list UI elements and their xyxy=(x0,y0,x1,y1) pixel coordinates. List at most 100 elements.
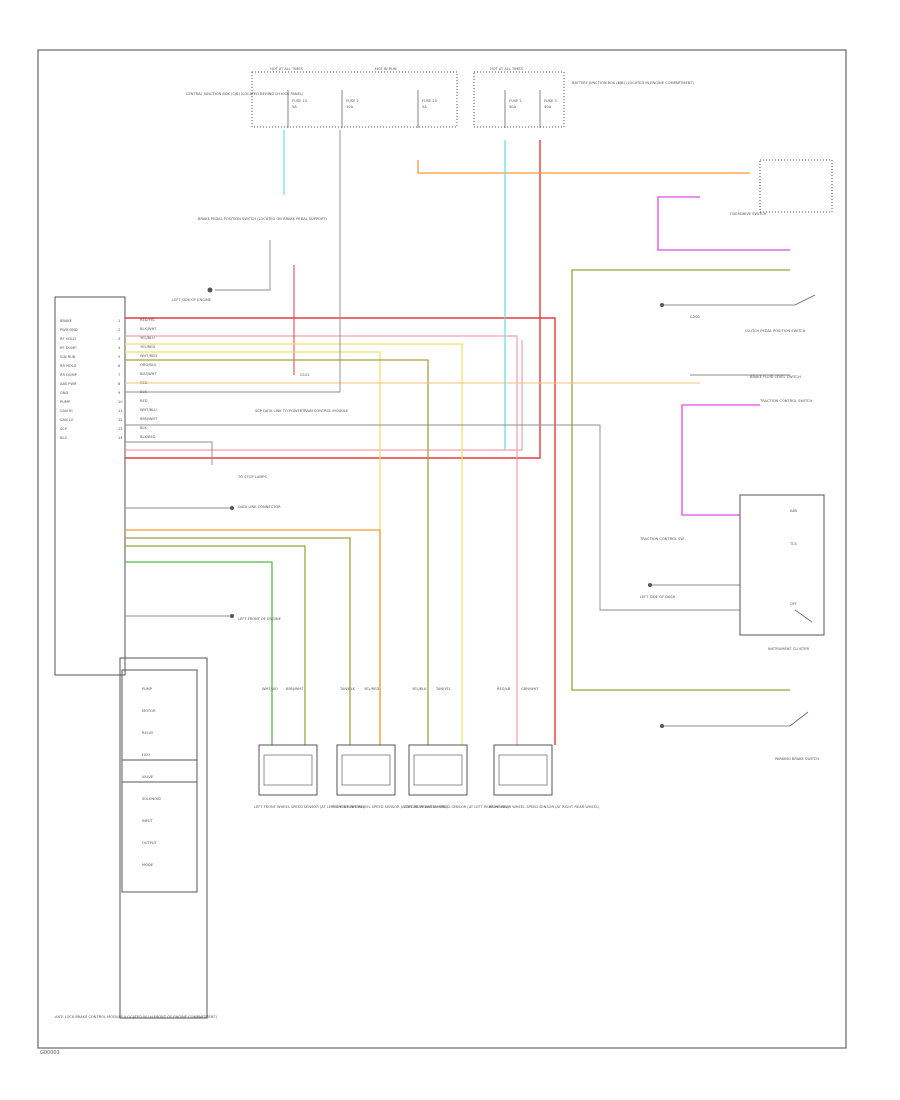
pin-number: 9 xyxy=(118,391,121,395)
pin-name: CAN HI xyxy=(60,409,73,413)
wire-orange-1 xyxy=(125,529,381,745)
pin-wire-color: BRN/WHT xyxy=(140,417,158,421)
pin-name: BRAKE xyxy=(60,319,73,323)
clutch-label: CLUTCH PEDAL POSITION SWITCH xyxy=(745,329,806,333)
traction-label: TRACTION CONTROL SWITCH xyxy=(759,399,812,403)
instrument-label: INSTRUMENT CLUSTER xyxy=(768,647,809,651)
svg-text:5A: 5A xyxy=(292,105,297,109)
pin-wire-color: RED xyxy=(140,399,148,403)
pin-number: 6 xyxy=(118,364,121,368)
tcs-lamp: TCS xyxy=(789,542,797,546)
sensor-wire-1: YEL/BLK xyxy=(412,687,427,691)
data-link-label: DATA LINK CONNECTOR xyxy=(238,505,281,509)
module-caption: ANTI-LOCK BRAKE CONTROL MODULE (LOCATED … xyxy=(55,1015,218,1019)
wire-red-1 xyxy=(125,317,556,745)
pin-name: RR HOLD xyxy=(60,364,77,368)
wire-olive-right xyxy=(571,269,790,691)
fuse-2: FUSE 2 10A xyxy=(341,90,359,128)
module-lower-item: INPUT xyxy=(142,819,154,823)
brake-switch-label: BRAKE PEDAL POSITION SWITCH (LOCATED ON … xyxy=(198,217,327,221)
parking-label: PARKING BRAKE SWITCH xyxy=(775,757,819,761)
fuse-header-4: HOT AT ALL TIMES xyxy=(490,67,524,71)
module-lower-item: MODE xyxy=(142,863,154,867)
wire-yellow-1 xyxy=(125,343,463,745)
diagram-border xyxy=(37,49,847,1049)
pin-wire-color: RED/YEL xyxy=(140,318,155,322)
pin-name: CAN LO xyxy=(60,418,74,422)
sensor-caption: LEFT REAR WHEEL SPEED SENSOR (AT LEFT RE… xyxy=(404,805,510,809)
fuse-5: FUSE 3 40A xyxy=(539,90,557,128)
pin-number: 7 xyxy=(118,373,120,377)
sensor-wire-2: TAN/YEL xyxy=(435,687,451,691)
brake-fluid-label: BRAKE FLUID LEVEL SWITCH xyxy=(750,375,801,379)
module-lower-item: SOLENOID xyxy=(142,797,161,801)
wire-olive-2 xyxy=(125,537,351,745)
pin-number: 13 xyxy=(118,427,123,431)
pin-wire-color: BLK/WHT xyxy=(140,327,157,331)
pin-number: 3 xyxy=(118,337,120,341)
svg-text:FUSE 2: FUSE 2 xyxy=(346,99,359,103)
pin-number: 12 xyxy=(118,418,123,422)
wire-olive-3 xyxy=(125,545,306,745)
traction-sw-label: TRACTION CONTROL SW xyxy=(639,537,684,541)
right-components: OVERDRIVE SWITCH CLUTCH PEDAL POSITION S… xyxy=(639,159,833,761)
abs-lamp: ABS xyxy=(790,509,798,513)
wire-layer xyxy=(125,130,795,745)
wire-pink xyxy=(125,335,518,745)
module-lower-item: RELAY xyxy=(142,731,154,735)
svg-text:FUSE 3: FUSE 3 xyxy=(544,99,557,103)
module-lower-item: VALVE xyxy=(142,775,154,779)
pin-number: 8 xyxy=(118,382,121,386)
pin-wire-color: ORG/BLU xyxy=(140,363,157,367)
wire-gray-10 xyxy=(215,240,271,291)
pin-name: GND xyxy=(60,391,68,395)
sensor-caption: RIGHT REAR WHEEL SPEED SENSOR (AT RIGHT … xyxy=(489,805,600,809)
cjb-label: CENTRAL JUNCTION BOX (CJB) (LOCATED BEHI… xyxy=(186,92,304,96)
bjb-label: BATTERY JUNCTION BOX (BJB) (LOCATED IN E… xyxy=(572,81,695,85)
module-pin: RF HOLD 3 YEL/BLU xyxy=(60,336,155,341)
wire-olive-1 xyxy=(125,359,429,745)
pin-number: 14 xyxy=(118,436,123,440)
pin-number: 11 xyxy=(118,409,123,413)
pin-wire-color: YEL/BLU xyxy=(140,336,155,340)
pin-number: 1 xyxy=(118,319,120,323)
module-lower-item: OUTPUT xyxy=(142,841,157,845)
sensor-wire-2: YEL/RED xyxy=(364,687,379,691)
pin-number: 5 xyxy=(118,355,120,359)
module-lower-list: PUMPMOTORRELAYHCUVALVESOLENOIDINPUTOUTPU… xyxy=(142,687,161,867)
pin-wire-color: BLK xyxy=(140,426,147,430)
gnd-right: G200 xyxy=(690,315,700,319)
svg-text:30A: 30A xyxy=(509,105,517,109)
sensor-wire-1: RED/LB xyxy=(497,687,511,691)
pin-wire-color: BLU/WHT xyxy=(140,372,157,376)
svg-text:10A: 10A xyxy=(346,105,354,109)
sensor-caption: LEFT FRONT WHEEL SPEED SENSOR (AT LEFT F… xyxy=(254,805,365,809)
wire-magenta-2 xyxy=(681,404,760,516)
abs-module-lower: PUMPMOTORRELAYHCUVALVESOLENOIDINPUTOUTPU… xyxy=(55,657,218,1019)
pin-name: RF HOLD xyxy=(60,337,76,341)
splice-note: SCP DATA LINK TO POWERTRAIN CONTROL MODU… xyxy=(255,409,349,413)
pin-number: 2 xyxy=(118,328,120,332)
svg-text:40A: 40A xyxy=(544,105,552,109)
svg-text:FUSE 13: FUSE 13 xyxy=(292,99,307,103)
pin-number: 4 xyxy=(118,346,121,350)
pin-name: ABS PWR xyxy=(60,382,77,386)
ground-right-label: LEFT SIDE OF DASH xyxy=(640,595,676,599)
pin-name: PUMP xyxy=(60,400,71,404)
pin-name: BLS xyxy=(60,436,67,440)
wire-pink-2 xyxy=(125,340,523,451)
ground-left-label: LEFT SIDE OF ENGINE xyxy=(172,298,212,302)
wire-green xyxy=(125,561,273,745)
